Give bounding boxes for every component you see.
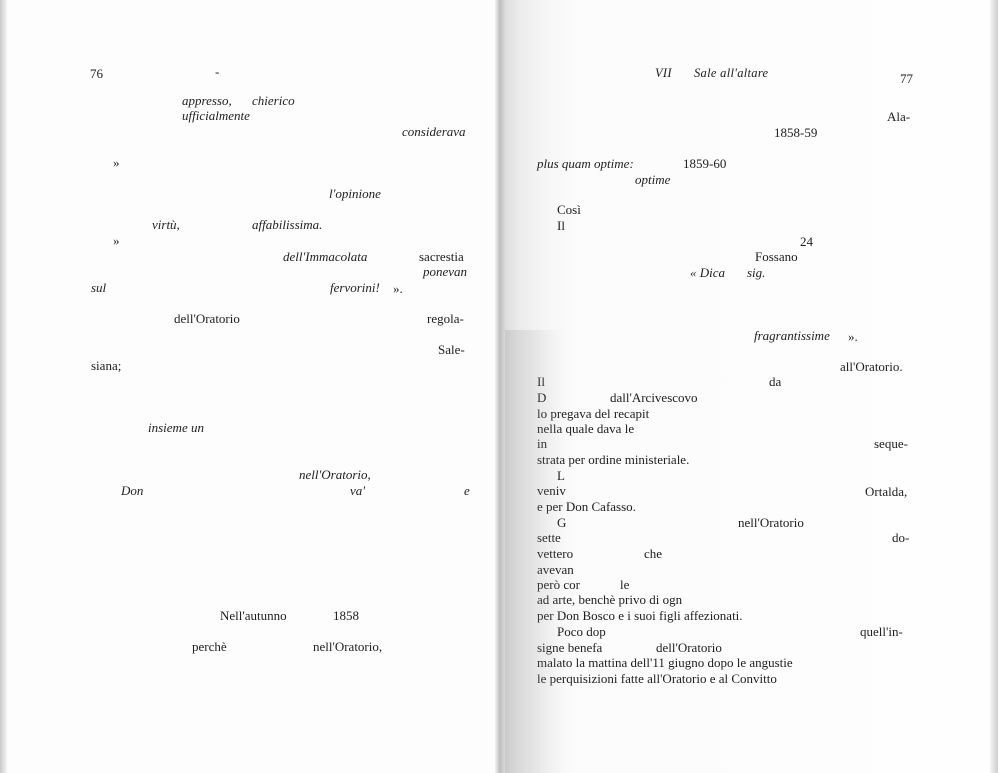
text-fragment: optime <box>635 172 671 187</box>
text-fragment: appresso, <box>182 93 232 108</box>
right-page-edge-shadow <box>990 0 998 773</box>
text-fragment: sul <box>91 280 107 295</box>
page-number-right: 77 <box>900 71 913 86</box>
text-fragment: seque- <box>874 436 908 451</box>
text-fragment: l'opinione <box>329 186 381 201</box>
text-fragment: che <box>644 546 663 561</box>
text-fragment: 1858 <box>333 608 359 623</box>
text-fragment: però cor <box>537 577 580 592</box>
text-fragment: le <box>620 577 630 592</box>
text-fragment: all'Oratorio. <box>840 359 903 374</box>
text-fragment: e <box>464 483 470 498</box>
text-fragment: per Don Bosco e i suoi figli affezionati… <box>537 608 743 623</box>
running-head-title: Sale all'altare <box>694 66 769 80</box>
text-fragment: insieme un <box>148 420 204 435</box>
page-number-left: 76 <box>90 66 103 81</box>
text-fragment: affabilissima. <box>252 217 323 232</box>
text-fragment: ufficialmente <box>182 108 250 123</box>
text-fragment: signe benefa <box>537 640 603 655</box>
text-fragment: Poco dop <box>557 624 606 639</box>
text-fragment: avevan <box>537 562 574 577</box>
text-fragment: dell'Oratorio <box>174 311 240 326</box>
text-fragment: chierico <box>252 93 295 108</box>
book-gutter <box>495 0 505 773</box>
running-head-chapter: VII <box>655 66 672 80</box>
text-fragment: « Dica <box>690 265 726 280</box>
text-fragment: siana; <box>91 358 122 373</box>
text-fragment: dell'Oratorio <box>656 640 722 655</box>
left-page: 76 - appresso, chierico ufficialmente co… <box>90 64 470 654</box>
text-fragment: ». <box>848 329 858 344</box>
text-fragment: sette <box>537 530 561 545</box>
text-fragment: fragrantissime <box>754 328 830 343</box>
text-fragment: regola- <box>427 311 464 326</box>
text-fragment: dell'Immacolata <box>283 249 368 264</box>
text-fragment: Sale- <box>438 342 465 357</box>
header-mark: - <box>215 64 220 79</box>
text-fragment: Ortalda, <box>865 484 908 499</box>
text-fragment: Ala- <box>887 109 911 124</box>
text-fragment: nella quale dava le <box>537 421 635 436</box>
text-fragment: do- <box>892 530 910 545</box>
text-fragment: quell'in- <box>860 624 903 639</box>
text-fragment: 1859-60 <box>683 156 727 171</box>
text-fragment: Nell'autunno <box>220 608 287 623</box>
text-fragment: 1858-59 <box>774 125 818 140</box>
text-fragment: plus quam optime: <box>537 156 634 171</box>
text-fragment: » <box>113 155 120 170</box>
text-fragment: » <box>113 233 120 248</box>
text-fragment: sacrestia <box>419 249 464 264</box>
text-fragment: va' <box>350 483 366 498</box>
text-fragment: considerava <box>402 124 466 139</box>
text-fragment: perchè <box>192 639 227 654</box>
text-fragment: ponevan <box>423 264 468 279</box>
text-fragment: strata per ordine ministeriale. <box>537 452 690 467</box>
text-fragment: Fossano <box>755 249 798 264</box>
text-fragment: Così <box>557 202 581 217</box>
text-fragment: Il <box>537 374 545 389</box>
text-fragment: virtù, <box>152 217 180 232</box>
text-fragment: 24 <box>800 234 813 249</box>
right-page: VII Sale all'altare 77 Ala- 1858-59 plus… <box>500 0 998 773</box>
left-page-edge-shadow <box>0 0 7 773</box>
text-fragment: in <box>537 436 547 451</box>
text-fragment: vettero <box>537 546 573 561</box>
text-fragment: veniv <box>537 483 566 498</box>
text-fragment: ». <box>393 281 403 296</box>
text-fragment: Il <box>557 218 565 233</box>
text-fragment: ad arte, benchè privo di ogn <box>537 592 683 607</box>
text-fragment: dall'Arcivescovo <box>610 390 698 405</box>
text-fragment: Don <box>121 483 144 498</box>
text-fragment: fervorini! <box>330 280 380 295</box>
text-fragment: nell'Oratorio, <box>313 639 383 654</box>
text-fragment: malato la mattina dell'11 giugno dopo le… <box>537 655 793 670</box>
text-fragment: nell'Oratorio, <box>299 467 371 482</box>
gutter-shadow <box>505 330 565 773</box>
text-fragment: sig. <box>747 265 766 280</box>
text-fragment: e per Don Cafasso. <box>537 499 636 514</box>
text-fragment: D <box>537 390 546 405</box>
text-fragment: le perquisizioni fatte all'Oratorio e al… <box>537 671 777 686</box>
text-fragment: lo pregava del recapit <box>537 406 650 421</box>
text-fragment: nell'Oratorio <box>738 515 804 530</box>
text-fragment: da <box>769 374 782 389</box>
text-fragment: G <box>557 515 566 530</box>
text-fragment: L <box>557 468 565 483</box>
